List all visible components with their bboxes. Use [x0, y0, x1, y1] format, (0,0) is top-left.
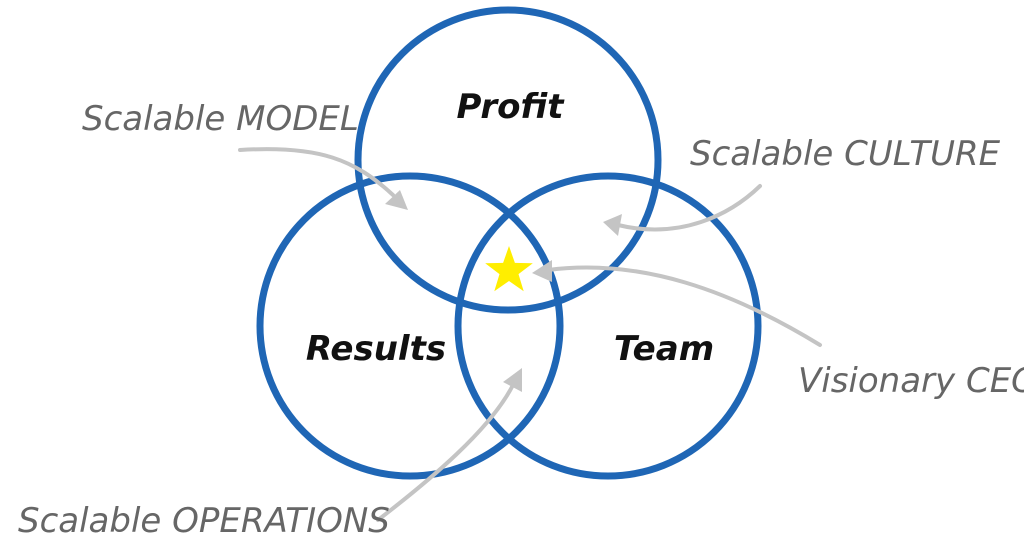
scalable-operations-label: Scalable OPERATIONS [18, 501, 390, 541]
culture-arrow [603, 184, 762, 236]
results-circle [256, 172, 564, 480]
scalable-model-label: Scalable MODEL [82, 99, 359, 139]
visionary-ceo-label: Visionary CEO [798, 361, 1024, 401]
profit-circle [354, 6, 662, 314]
ceo-arrow [532, 260, 822, 347]
model-arrow [238, 147, 408, 210]
results-label: Results [306, 329, 446, 369]
profit-label: Profit [456, 87, 565, 127]
team-label: Team [614, 329, 714, 369]
operations-arrow [376, 368, 522, 522]
team-circle [454, 172, 762, 480]
star-icon [485, 246, 533, 292]
scalable-culture-label: Scalable CULTURE [690, 134, 1001, 174]
